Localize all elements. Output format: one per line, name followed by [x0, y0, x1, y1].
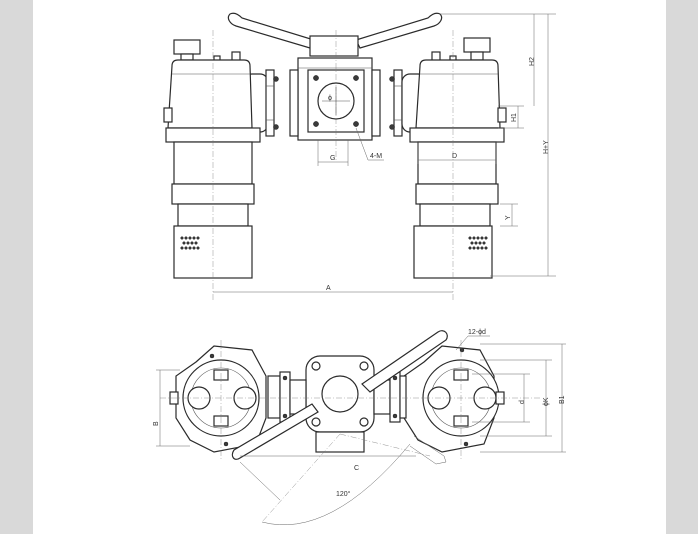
frame-right-bar [666, 0, 698, 534]
label-phi-k: ϕK [543, 397, 550, 406]
label-12-phi-d: 12-ϕd [468, 329, 486, 336]
label-h2: H2 [529, 57, 536, 66]
valve-top-cap [309, 35, 359, 57]
left-filter [163, 39, 261, 279]
label-h-plus-y: H+Y [543, 140, 550, 154]
label-angle: 120° [336, 490, 351, 498]
dim-12-phi-d: 12-ϕd [455, 329, 490, 351]
handle-right [355, 12, 443, 49]
dim-g: G [317, 140, 349, 166]
plan-handle-left [231, 403, 319, 460]
label-c: C [354, 465, 359, 472]
front-view: ϕ [163, 12, 556, 300]
label-4m: 4-M [370, 153, 382, 160]
label-b1: B1 [559, 395, 566, 404]
dim-a: A [213, 285, 453, 293]
right-filter [409, 37, 507, 279]
left-vent-holes [180, 236, 200, 250]
label-b: B [153, 421, 160, 426]
plan-view: B C 120° 12-ϕd d ϕK B1 [153, 329, 566, 526]
handle-left [227, 12, 315, 49]
label-g: G [330, 155, 335, 162]
frame-left-bar [0, 0, 33, 534]
label-d: D [452, 153, 457, 160]
label-d-small: d [519, 400, 526, 404]
plan-handle-right [361, 330, 448, 393]
right-vent-holes [468, 236, 488, 250]
label-h1: H1 [511, 113, 518, 122]
left-housing-plan [169, 345, 267, 453]
dim-plan-verticals: d ϕK B1 [472, 343, 566, 453]
label-y: Y [505, 215, 512, 220]
dim-b: B [153, 369, 190, 447]
dim-4m: 4-M [355, 127, 384, 161]
label-phi-d-front: ϕ [328, 95, 332, 102]
dim-c: C [240, 455, 416, 472]
label-a: A [326, 285, 331, 292]
dim-verticals: H2 H1 H+Y Y [440, 13, 556, 277]
dim-d: D [417, 142, 497, 164]
